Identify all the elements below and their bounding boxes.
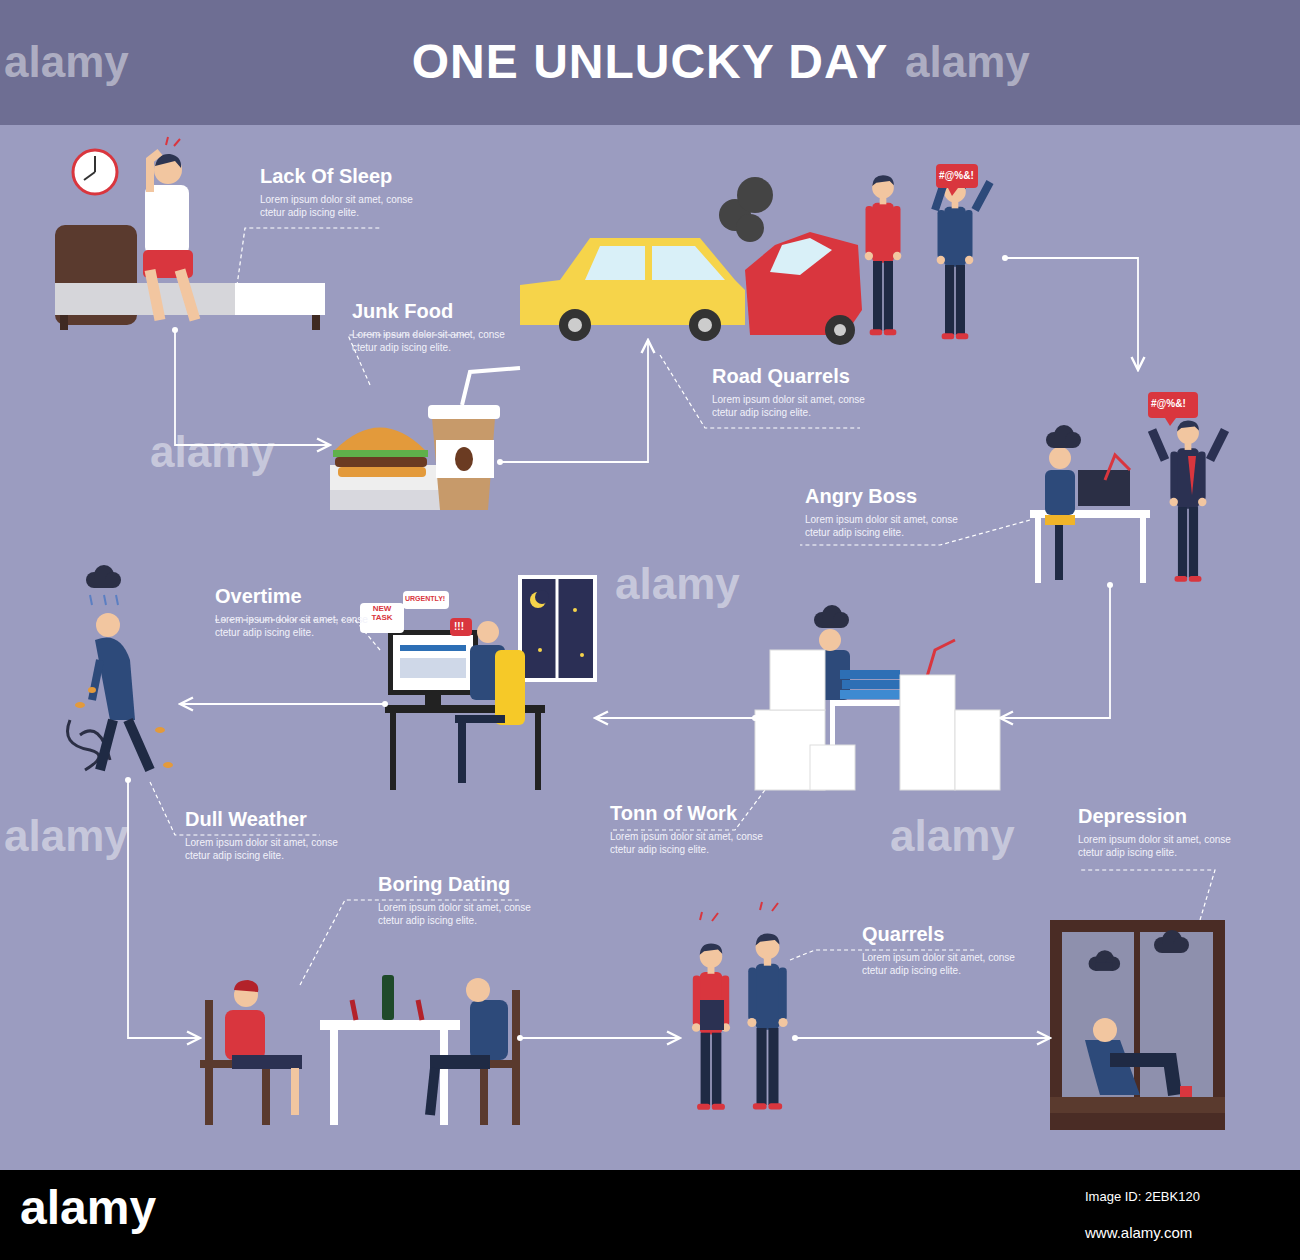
step-description: Lorem ipsum dolor sit amet, conse ctetur…	[215, 613, 375, 639]
step-description: Lorem ipsum dolor sit amet, conse ctetur…	[185, 836, 355, 862]
watermark: alamy	[4, 38, 129, 86]
step-description: Lorem ipsum dolor sit amet, conse ctetur…	[1078, 833, 1248, 859]
flow-step: Road QuarrelsLorem ipsum dolor sit amet,…	[515, 140, 1005, 340]
flow-step: Junk FoodLorem ipsum dolor sit amet, con…	[330, 365, 500, 510]
speech-bubble-text: #@%&!	[1151, 398, 1186, 409]
flow-connector-group	[595, 715, 758, 721]
step-heading: Boring Dating	[378, 873, 510, 896]
flow-step: Dull WeatherLorem ipsum dolor sit amet, …	[65, 565, 180, 780]
flow-connector-group	[497, 340, 648, 465]
flow-arrow	[595, 717, 755, 719]
flow-arrow	[500, 340, 648, 462]
flow-arrow	[795, 1037, 1050, 1039]
connector-start-dot	[1107, 582, 1113, 588]
connector-start-dot	[752, 715, 758, 721]
connector-start-dot	[1002, 255, 1008, 261]
step-description: Lorem ipsum dolor sit amet, conse ctetur…	[610, 830, 780, 856]
step-heading: Dull Weather	[185, 808, 307, 831]
step-heading: Depression	[1078, 805, 1187, 828]
flow-arrow	[1005, 258, 1138, 370]
flow-step: DepressionLorem ipsum dolor sit amet, co…	[1050, 920, 1225, 1130]
step-heading: Lack Of Sleep	[260, 165, 392, 188]
flow-connector-group	[1002, 255, 1138, 370]
connector-start-dot	[792, 1035, 798, 1041]
step-description: Lorem ipsum dolor sit amet, conse ctetur…	[260, 193, 430, 219]
title: ONE UNLUCKY DAY	[0, 34, 1300, 89]
step-description: Lorem ipsum dolor sit amet, conse ctetur…	[862, 951, 1032, 977]
flow-step: Lack Of SleepLorem ipsum dolor sit amet,…	[55, 150, 325, 330]
flow-connector-group	[792, 1035, 1050, 1041]
connector-start-dot	[517, 1035, 523, 1041]
step-heading: Road Quarrels	[712, 365, 850, 388]
watermark: alamy	[615, 560, 740, 608]
step-heading: Tonn of Work	[610, 802, 737, 825]
speech-bubble-text: !!!	[454, 621, 464, 632]
step-description: Lorem ipsum dolor sit amet, conse ctetur…	[712, 393, 882, 419]
footer-url: www.alamy.com	[1085, 1225, 1192, 1242]
step-heading: Angry Boss	[805, 485, 917, 508]
connector-start-dot	[172, 327, 178, 333]
footer-band	[0, 1170, 1300, 1260]
watermark: alamy	[4, 812, 129, 860]
step-heading: Quarrels	[862, 923, 944, 946]
flow-arrow	[180, 703, 385, 705]
step-description: Lorem ipsum dolor sit amet, conse ctetur…	[352, 328, 522, 354]
flow-step: Boring DatingLorem ipsum dolor sit amet,…	[200, 965, 520, 1125]
step-heading: Junk Food	[352, 300, 453, 323]
image-id: Image ID: 2EBK120	[1085, 1190, 1200, 1204]
flow-connector-group	[180, 701, 388, 707]
flow-connector-group	[517, 1035, 680, 1041]
speech-bubble-text: #@%&!	[939, 170, 974, 181]
connector-start-dot	[125, 777, 131, 783]
watermark: alamy	[150, 428, 275, 476]
step-heading: Overtime	[215, 585, 302, 608]
step-description: Lorem ipsum dolor sit amet, conse ctetur…	[378, 901, 548, 927]
flow-step: QuarrelsLorem ipsum dolor sit amet, cons…	[680, 910, 795, 1130]
flow-connector-group	[1000, 582, 1113, 718]
flow-step: OvertimeLorem ipsum dolor sit amet, cons…	[385, 575, 595, 790]
speech-bubble-text: URGENTLY!	[405, 595, 445, 603]
step-description: Lorem ipsum dolor sit amet, conse ctetur…	[805, 513, 975, 539]
speech-bubble-text: NEW TASK	[362, 605, 402, 623]
flow-arrow	[1000, 585, 1110, 718]
flow-step: Angry BossLorem ipsum dolor sit amet, co…	[1030, 370, 1255, 585]
connector-start-dot	[382, 701, 388, 707]
connector-start-dot	[497, 459, 503, 465]
flow-arrow	[520, 1037, 680, 1039]
flow-step: Tonn of WorkLorem ipsum dolor sit amet, …	[755, 640, 1000, 790]
watermark: alamy	[890, 812, 1015, 860]
watermark: alamy	[905, 38, 1030, 86]
footer-logo: alamy	[20, 1182, 156, 1235]
